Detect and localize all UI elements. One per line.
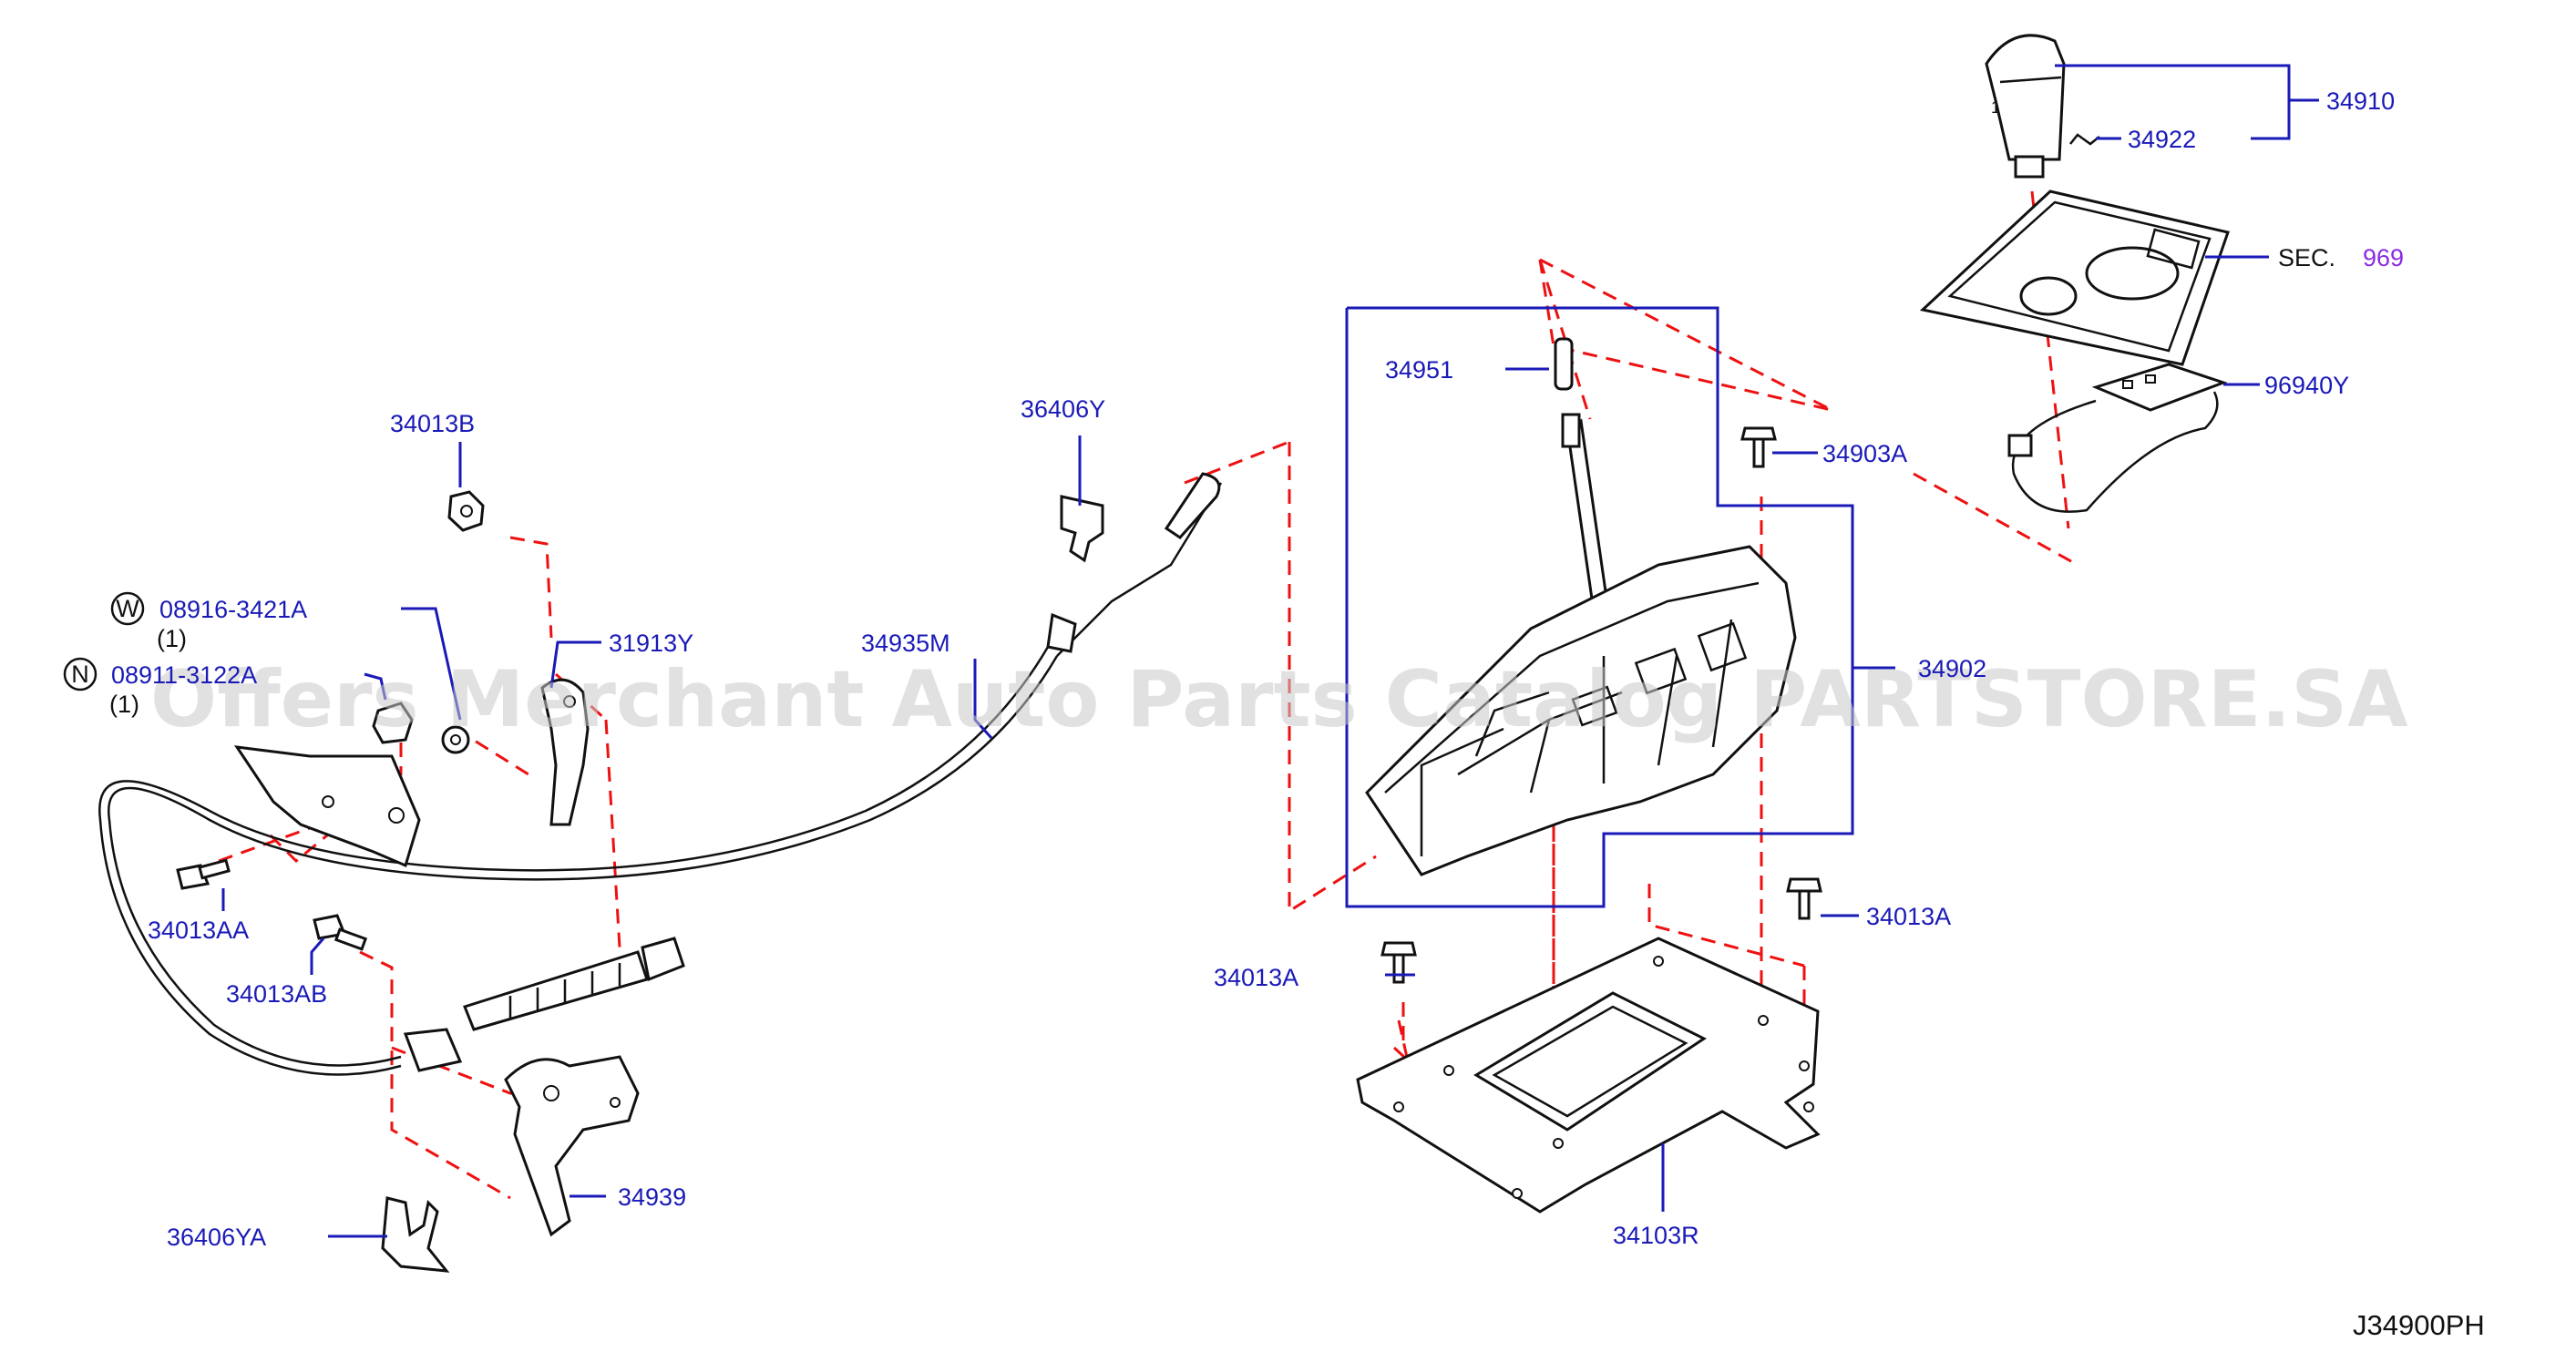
label-31913Y[interactable]: 31913Y [609, 630, 693, 657]
bolt-34013AB [313, 914, 368, 951]
knob-clip [2069, 133, 2100, 146]
bolt-34013A-left [1380, 941, 1417, 984]
n-badge-circle [63, 657, 97, 691]
bracket-34939 [504, 1055, 640, 1237]
parts-art: 1 [98, 34, 2230, 1273]
leader-lines [221, 64, 2319, 1238]
w-badge-circle [110, 591, 145, 626]
label-w-part[interactable]: 08916-3421A [159, 596, 307, 623]
pin-34951 [1554, 337, 1574, 391]
part-labels: 34910 34922 SEC. 969 96940Y 34951 34903A… [109, 87, 2404, 1251]
label-34910[interactable]: 34910 [2326, 87, 2395, 115]
w-badge: W [116, 595, 139, 622]
bolt-34013A-right [1786, 877, 1822, 920]
watermark: Offers Merchant Auto Parts Catalog PARTS… [150, 654, 2408, 745]
nut-hole [460, 505, 473, 517]
bolt-34013AA [176, 858, 231, 890]
label-34951[interactable]: 34951 [1385, 356, 1453, 384]
base-plate [1356, 937, 1821, 1214]
label-w-qty: (1) [157, 625, 187, 652]
label-34935M[interactable]: 34935M [861, 630, 950, 657]
bolt-34903A [1740, 426, 1777, 468]
label-34013AA[interactable]: 34013AA [148, 917, 249, 944]
shift-knob: 1 [1985, 34, 2066, 179]
label-n-qty: (1) [109, 691, 139, 718]
label-34013A-left[interactable]: 34013A [1214, 964, 1298, 991]
label-sec-969[interactable]: 969 [2363, 244, 2404, 271]
diagram-code: J34900PH [2353, 1309, 2485, 1341]
label-36406Y[interactable]: 36406Y [1021, 395, 1105, 423]
label-34939[interactable]: 34939 [618, 1183, 686, 1211]
label-34013AB[interactable]: 34013AB [226, 980, 327, 1008]
svg-text:1: 1 [1991, 98, 2000, 117]
cable-bracket [233, 745, 421, 868]
n-badge: N [71, 661, 89, 688]
clip-36406Y [1060, 495, 1104, 563]
label-n-part[interactable]: 08911-3122A [111, 661, 257, 689]
label-34903A[interactable]: 34903A [1822, 440, 1907, 467]
label-36406YA[interactable]: 36406YA [167, 1224, 266, 1251]
console-finisher [1919, 189, 2230, 366]
shift-lever-assembly [1365, 413, 1797, 876]
washer [441, 725, 470, 754]
nut-N [372, 702, 414, 744]
label-34922[interactable]: 34922 [2128, 126, 2196, 153]
control-cable [98, 472, 1223, 1076]
assembly-bounding-box [1345, 306, 1854, 908]
clip-36406YA [381, 1196, 450, 1273]
label-34013B[interactable]: 34013B [390, 410, 475, 437]
switch-harness [2007, 363, 2228, 513]
label-96940Y[interactable]: 96940Y [2264, 372, 2349, 399]
label-34103R[interactable]: 34103R [1613, 1222, 1699, 1249]
label-34013A-right[interactable]: 34013A [1866, 903, 1951, 930]
label-34902[interactable]: 34902 [1918, 655, 1986, 682]
label-sec: SEC. [2278, 244, 2335, 271]
